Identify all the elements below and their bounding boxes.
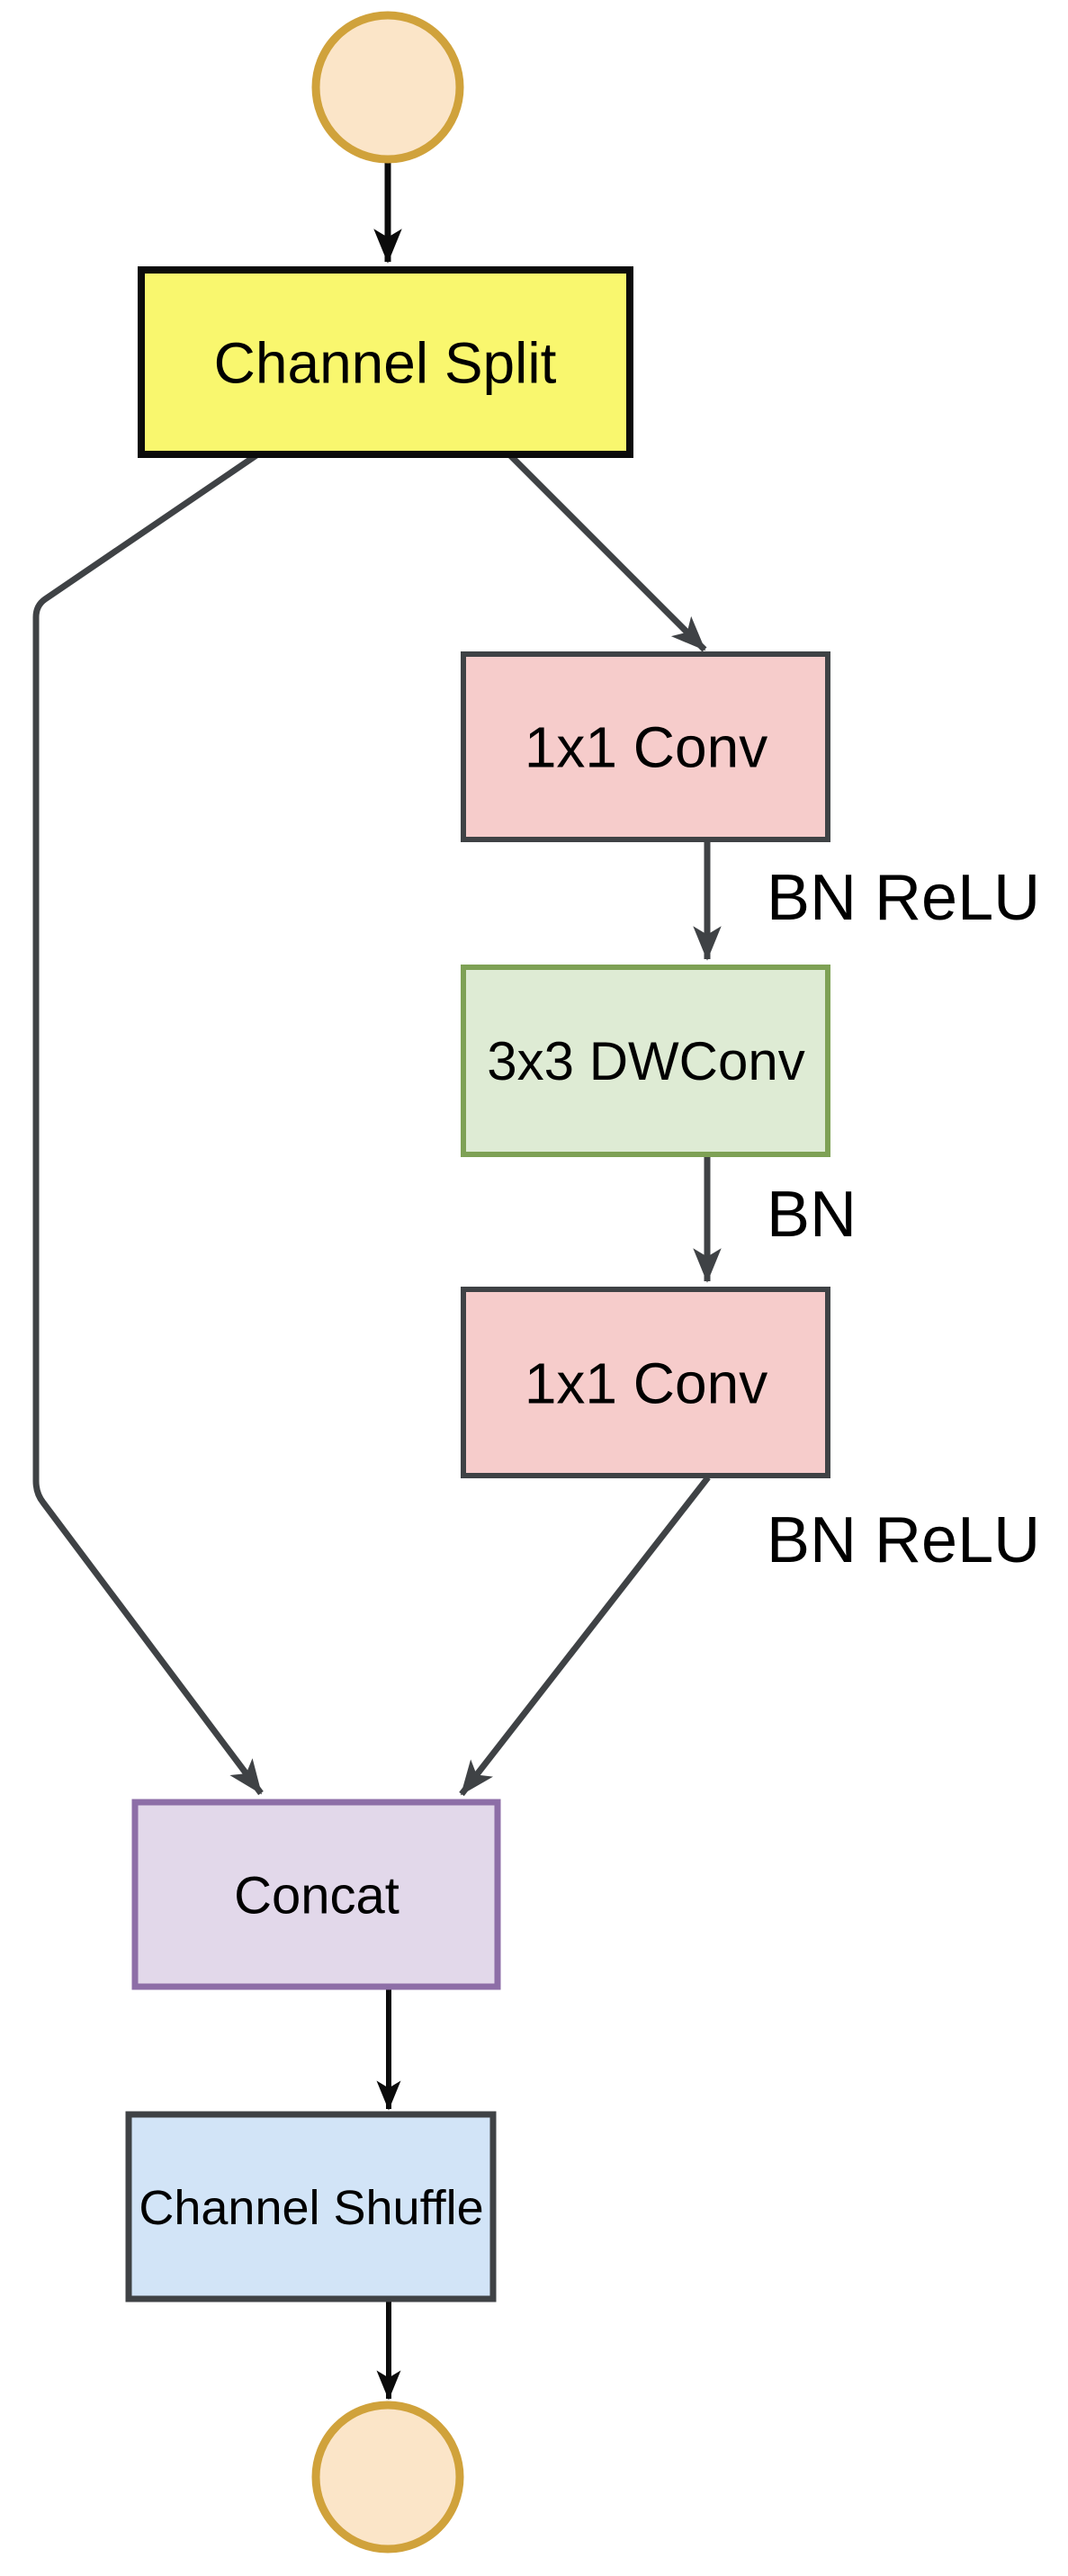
- dwconv-label: 3x3 DWConv: [487, 1031, 804, 1091]
- output-node: [311, 2401, 464, 2554]
- channel-split-node: [138, 266, 633, 458]
- nodes: [125, 11, 830, 2554]
- labels: Channel Split 1x1 Conv 3x3 DWConv 1x1 Co…: [139, 330, 1040, 2235]
- dwconv-node: [461, 965, 830, 1157]
- concat-label: Concat: [234, 1866, 399, 1925]
- conv1-label: 1x1 Conv: [525, 714, 767, 779]
- edges: [32, 163, 722, 2401]
- conv2-node: [461, 1287, 830, 1478]
- bn-relu-label-2: BN ReLU: [767, 1504, 1040, 1576]
- input-node: [311, 11, 464, 164]
- channel-shuffle-label: Channel Shuffle: [139, 2181, 483, 2235]
- edge-skip-connection-to-concat: [32, 453, 264, 1796]
- conv2-label: 1x1 Conv: [525, 1351, 767, 1415]
- channel-shuffle-node: [125, 2111, 497, 2302]
- conv1-node: [461, 651, 830, 842]
- edge-conv2-to-concat: [459, 1475, 711, 1797]
- bn-label: BN: [767, 1179, 857, 1251]
- edge-channel-split-to-conv1: [507, 453, 707, 652]
- concat-node: [131, 1799, 501, 1990]
- bn-relu-label-1: BN ReLU: [767, 862, 1040, 934]
- channel-split-label: Channel Split: [214, 330, 557, 395]
